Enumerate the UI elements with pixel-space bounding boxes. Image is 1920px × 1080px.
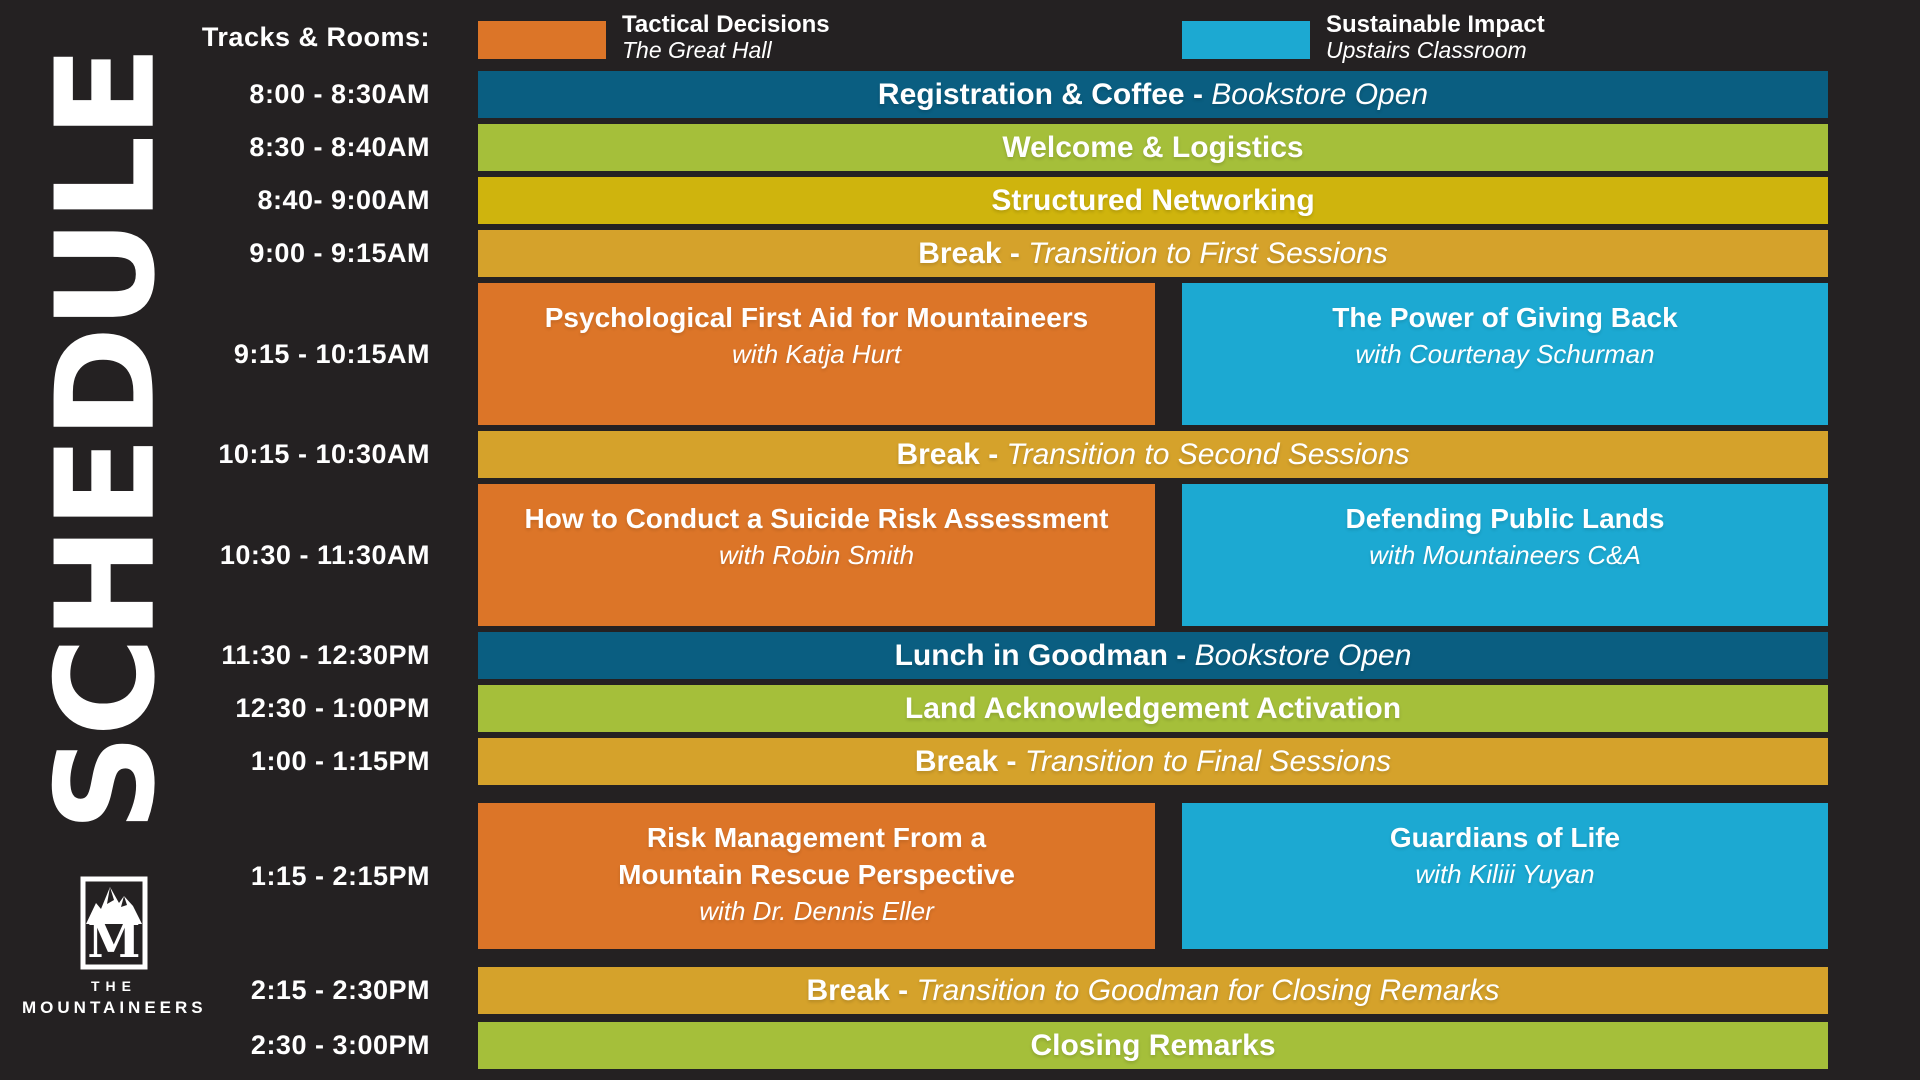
time-label: 1:15 - 2:15PM (250, 860, 430, 891)
session-card-suicide-risk-assessment: How to Conduct a Suicide Risk Assessment… (478, 484, 1155, 626)
bar-title: Land Acknowledgement Activation (904, 691, 1402, 725)
session-card-risk-management: Risk Management From a Mountain Rescue P… (478, 803, 1155, 949)
session-speaker: with Courtenay Schurman (1355, 339, 1655, 369)
session-speaker: with Kiliii Yuyan (1415, 859, 1595, 889)
session-title: The Power of Giving Back (1332, 302, 1678, 333)
session-title: Psychological First Aid for Mountaineers (544, 302, 1089, 333)
row-break-closing: 2:15 - 2:30PM Break - Transition to Good… (0, 967, 1828, 1014)
bar-title: Registration & Coffee (877, 77, 1185, 111)
legend-track-room: Upstairs Classroom (1326, 37, 1527, 63)
session-title: Defending Public Lands (1345, 503, 1665, 534)
time-label: 1:00 - 1:15PM (250, 746, 430, 776)
time-label: 8:40- 9:00AM (257, 185, 430, 215)
logo-line-the: THE (91, 978, 137, 994)
session-card-defending-public-lands: Defending Public Lands with Mountaineers… (1182, 484, 1828, 626)
row-lunch: 11:30 - 12:30PM Lunch in Goodman - Books… (0, 632, 1828, 679)
bar-title: Welcome & Logistics (1002, 130, 1304, 164)
bar-title: Break - (806, 973, 909, 1007)
session-speaker: with Mountaineers C&A (1369, 540, 1641, 570)
time-label: 8:30 - 8:40AM (249, 132, 430, 162)
time-label: 2:15 - 2:30PM (250, 975, 430, 1005)
time-label: 10:15 - 10:30AM (218, 439, 430, 469)
legend-track-name: Sustainable Impact (1326, 11, 1545, 38)
legend-item-sustainable: Sustainable Impact Upstairs Classroom (1182, 11, 1828, 63)
session-card-guardians-of-life: Guardians of Life with Kiliii Yuyan (1182, 803, 1828, 949)
time-label: 2:30 - 3:00PM (250, 1030, 430, 1060)
session-title: How to Conduct a Suicide Risk Assessment (524, 503, 1109, 534)
bar-subtitle: Transition to Goodman for Closing Remark… (916, 973, 1500, 1007)
legend-swatch-tactical-decisions (478, 21, 606, 59)
row-sessions-1030: 10:30 - 11:30AM How to Conduct a Suicide… (0, 484, 1828, 626)
row-break-first: 9:00 - 9:15AM Break - Transition to Firs… (0, 230, 1828, 277)
bar-closing-remarks: Closing Remarks (478, 1022, 1828, 1069)
logo-line-mountaineers: MOUNTAINEERS (22, 998, 207, 1017)
row-break-second: 10:15 - 10:30AM Break - Transition to Se… (0, 431, 1828, 478)
session-card-psychological-first-aid: Psychological First Aid for Mountaineers… (478, 283, 1155, 425)
mountains-icon: M (80, 876, 148, 970)
legend-track-name: Tactical Decisions (622, 11, 830, 38)
bar-subtitle: Transition to Final Sessions (1024, 744, 1392, 778)
time-label: 9:00 - 9:15AM (249, 238, 430, 268)
bar-welcome-logistics: Welcome & Logistics (478, 124, 1828, 171)
legend-item-tactical: Tactical Decisions The Great Hall (478, 11, 1155, 63)
bar-title: Break - (914, 744, 1017, 778)
session-title: Risk Management From a Mountain Rescue P… (618, 822, 1015, 890)
mountaineers-logo: M THE MOUNTAINEERS (22, 876, 206, 1018)
row-registration: 8:00 - 8:30AM Registration & Coffee - Bo… (0, 71, 1828, 118)
bar-lunch-goodman: Lunch in Goodman - Bookstore Open (478, 632, 1828, 679)
legend-swatch-sustainable-impact (1182, 21, 1310, 59)
row-networking: 8:40- 9:00AM Structured Networking (0, 177, 1828, 224)
bar-title: Break - (918, 236, 1020, 270)
time-label: 9:15 - 10:15AM (233, 338, 430, 369)
legend-track-room: The Great Hall (622, 37, 772, 63)
time-label: 11:30 - 12:30PM (221, 640, 430, 670)
session-speaker: with Katja Hurt (731, 339, 902, 369)
bar-title: Closing Remarks (1030, 1028, 1276, 1062)
logo-monogram: M (87, 913, 140, 969)
session-speaker: with Robin Smith (718, 540, 915, 570)
bar-break-second-sessions: Break - Transition to Second Sessions (478, 431, 1828, 478)
row-break-final: 1:00 - 1:15PM Break - Transition to Fina… (0, 738, 1828, 785)
bar-title: Structured Networking (991, 183, 1315, 217)
row-sessions-115: 1:15 - 2:15PM Risk Management From a Mou… (0, 803, 1828, 949)
bar-registration-coffee: Registration & Coffee - Bookstore Open (478, 71, 1828, 118)
bar-subtitle: Bookstore Open (1211, 77, 1429, 111)
row-sessions-915: 9:15 - 10:15AM Psychological First Aid f… (0, 283, 1828, 425)
time-label: 10:30 - 11:30AM (219, 539, 430, 570)
bar-break-final-sessions: Break - Transition to Final Sessions (478, 738, 1828, 785)
row-closing-remarks: 2:30 - 3:00PM Closing Remarks (0, 1022, 1828, 1069)
row-land-acknowledgement: 12:30 - 1:00PM Land Acknowledgement Acti… (0, 685, 1828, 732)
bar-title: Lunch in Goodman (894, 638, 1168, 672)
session-title: Guardians of Life (1389, 822, 1621, 853)
session-card-power-of-giving-back: The Power of Giving Back with Courtenay … (1182, 283, 1828, 425)
bar-break-first-sessions: Break - Transition to First Sessions (478, 230, 1828, 277)
bar-break-closing-remarks: Break - Transition to Goodman for Closin… (478, 967, 1828, 1014)
bar-subtitle: Bookstore Open (1194, 638, 1412, 672)
bar-subtitle: Transition to Second Sessions (1006, 437, 1410, 471)
time-label: 12:30 - 1:00PM (235, 693, 430, 723)
row-welcome: 8:30 - 8:40AM Welcome & Logistics (0, 124, 1828, 171)
bar-structured-networking: Structured Networking (478, 177, 1828, 224)
session-speaker: with Dr. Dennis Eller (699, 896, 934, 926)
schedule-grid: Tracks & Rooms: Tactical Decisions The G… (0, 11, 1828, 1075)
bar-title: Break - (896, 437, 999, 471)
legend-row: Tracks & Rooms: Tactical Decisions The G… (0, 11, 1828, 63)
time-label: 8:00 - 8:30AM (249, 79, 430, 109)
tracks-rooms-label: Tracks & Rooms: (201, 22, 430, 52)
bar-land-acknowledgement: Land Acknowledgement Activation (478, 685, 1828, 732)
bar-subtitle: Transition to First Sessions (1028, 236, 1388, 270)
